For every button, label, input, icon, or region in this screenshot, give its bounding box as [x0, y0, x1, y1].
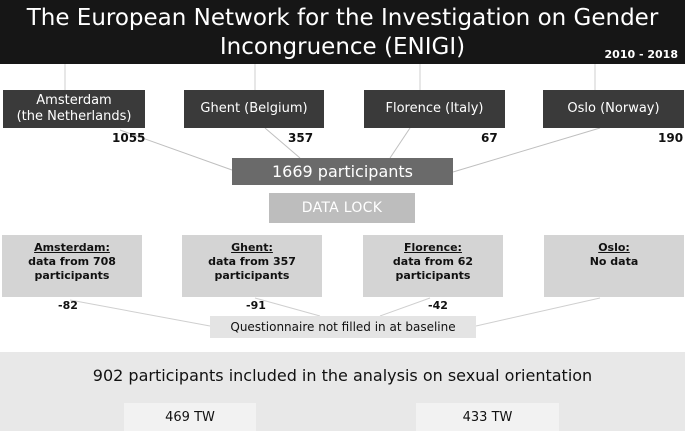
- data-line: data from 357: [208, 255, 296, 268]
- title-line-2: Incongruence (ENIGI): [219, 34, 466, 60]
- data-line: participants: [395, 269, 471, 282]
- center-label: Amsterdam: [36, 93, 112, 108]
- center-box-amsterdam: Amsterdam (the Netherlands): [3, 90, 145, 128]
- data-line: No data: [589, 255, 639, 268]
- years-label: 2010 - 2018: [604, 48, 678, 61]
- data-box-ghent: Ghent: data from 357 participants: [182, 235, 322, 297]
- center-count: 1055: [112, 131, 146, 145]
- connector: [119, 129, 233, 171]
- data-box-oslo: Oslo: No data: [544, 235, 684, 297]
- center-box-ghent: Ghent (Belgium): [184, 90, 324, 128]
- connector: [475, 297, 601, 327]
- group-box-433: 433 TW: [416, 403, 559, 431]
- center-count: 190: [658, 131, 684, 145]
- connector: [389, 127, 411, 159]
- center-label: Ghent (Belgium): [200, 101, 308, 116]
- center-label: Oslo (Norway): [567, 101, 660, 116]
- center-count: 67: [481, 131, 498, 145]
- connector: [254, 297, 321, 317]
- center-box-florence: Florence (Italy): [364, 90, 505, 128]
- total-participants-box: 1669 participants: [232, 158, 453, 185]
- excluded-count: -42: [428, 299, 448, 312]
- data-city: Ghent:: [231, 241, 273, 254]
- connector: [379, 297, 431, 317]
- data-line: participants: [214, 269, 290, 282]
- connector: [452, 127, 601, 173]
- data-line: data from 708: [28, 255, 116, 268]
- data-line: participants: [34, 269, 110, 282]
- data-city: Florence:: [404, 241, 462, 254]
- data-city: Oslo:: [598, 241, 630, 254]
- center-box-oslo: Oslo (Norway): [543, 90, 684, 128]
- center-count: 357: [288, 131, 314, 145]
- center-sublabel: (the Netherlands): [16, 109, 132, 124]
- analysis-label: 902 participants included in the analysi…: [92, 366, 593, 385]
- group-box-469: 469 TW: [124, 403, 256, 431]
- excluded-count: -91: [246, 299, 266, 312]
- connector: [264, 127, 301, 159]
- data-city: Amsterdam:: [34, 241, 110, 254]
- connector: [69, 299, 211, 327]
- questionnaire-not-filled-box: Questionnaire not filled in at baseline: [210, 316, 476, 338]
- center-label: Florence (Italy): [385, 101, 484, 116]
- data-line: data from 62: [392, 255, 474, 268]
- excluded-count: -82: [58, 299, 78, 312]
- header-title-bar: The European Network for the Investigati…: [0, 0, 685, 64]
- analysis-box: 902 participants included in the analysi…: [0, 352, 685, 431]
- data-box-amsterdam: Amsterdam: data from 708 participants: [2, 235, 142, 297]
- data-lock-box: DATA LOCK: [269, 193, 415, 223]
- title-line-1: The European Network for the Investigati…: [26, 5, 659, 31]
- data-box-florence: Florence: data from 62 participants: [363, 235, 503, 297]
